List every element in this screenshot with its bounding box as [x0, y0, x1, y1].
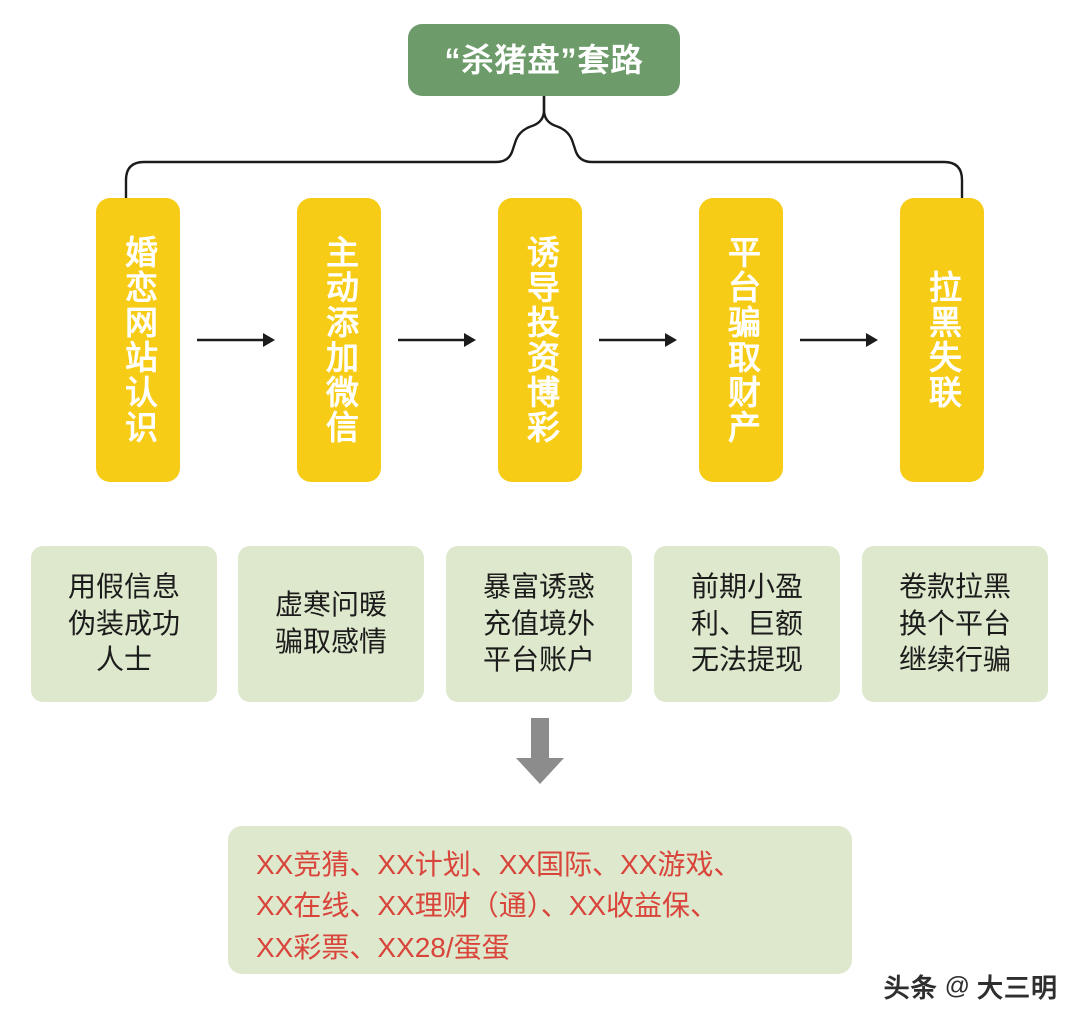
platform-names-box: XX竞猜、XX计划、XX国际、XX游戏、 XX在线、XX理财（通）、XX收益保、…: [228, 826, 852, 974]
watermark-author: 大三明: [976, 973, 1058, 1003]
platform-names-text: XX竞猜、XX计划、XX国际、XX游戏、 XX在线、XX理财（通）、XX收益保、…: [256, 849, 742, 963]
watermark-at-symbol: @: [944, 972, 970, 1000]
watermark-logo: 头条: [883, 973, 938, 1003]
stage-arrow-3: [595, 327, 681, 353]
description-box-3: 暴富诱惑 充值境外 平台账户: [446, 546, 632, 702]
description-text-5: 卷款拉黑 换个平台 继续行骗: [898, 570, 1011, 676]
stage-label-1: 婚恋网站认识: [120, 235, 158, 445]
arrow-down-icon: [516, 718, 564, 784]
description-text-1: 用假信息 伪装成功 人士: [67, 570, 180, 676]
arrow-right-icon: [398, 333, 476, 347]
description-box-5: 卷款拉黑 换个平台 继续行骗: [862, 546, 1048, 702]
description-text-3: 暴富诱惑 充值境外 平台账户: [482, 570, 595, 676]
watermark: 头条 @ 大三明: [884, 968, 1058, 1005]
stage-box-4: 平台骗取财产: [699, 198, 783, 482]
description-box-1: 用假信息 伪装成功 人士: [31, 546, 217, 702]
description-text-4: 前期小盈 利、巨额 无法提现: [690, 570, 803, 676]
page-title: “杀猪盘”套路: [444, 42, 644, 78]
arrow-right-icon: [800, 333, 878, 347]
flow-down-arrow: [512, 718, 568, 786]
diagram-title-box: “杀猪盘”套路: [408, 24, 680, 96]
stage-label-5: 拉黑失联: [924, 270, 962, 410]
stage-arrow-4: [796, 327, 882, 353]
stage-arrow-2: [394, 327, 480, 353]
description-text-2: 虚寒问暖 骗取感情: [274, 589, 387, 657]
description-box-4: 前期小盈 利、巨额 无法提现: [654, 546, 840, 702]
stage-arrow-1: [193, 327, 279, 353]
stage-label-4: 平台骗取财产: [723, 235, 761, 445]
brace-icon: [124, 94, 964, 204]
arrow-right-icon: [599, 333, 677, 347]
arrow-right-icon: [197, 333, 275, 347]
stage-box-3: 诱导投资博彩: [498, 198, 582, 482]
stage-box-2: 主动添加微信: [297, 198, 381, 482]
stage-label-3: 诱导投资博彩: [522, 235, 560, 445]
stage-box-5: 拉黑失联: [900, 198, 984, 482]
brace-connector: [120, 94, 968, 204]
stage-box-1: 婚恋网站认识: [96, 198, 180, 482]
description-box-2: 虚寒问暖 骗取感情: [238, 546, 424, 702]
stage-label-2: 主动添加微信: [321, 235, 359, 445]
